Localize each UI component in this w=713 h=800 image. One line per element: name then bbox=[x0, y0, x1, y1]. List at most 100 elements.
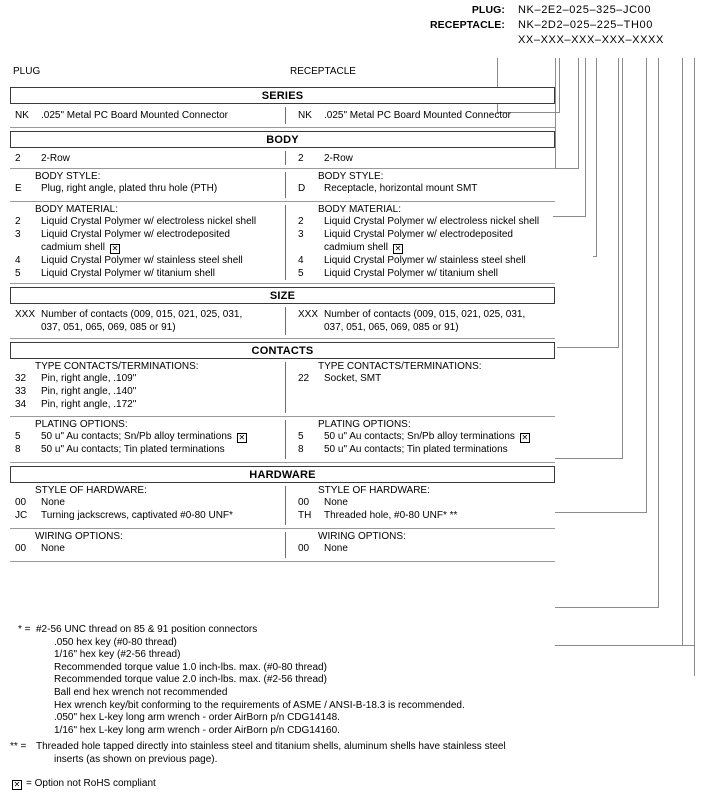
cell-receptacle: PLATING OPTIONS: 5 50 u" Au contacts; Sn… bbox=[293, 417, 555, 456]
footnote-line: 1/16" hex L-key long arm wrench - order … bbox=[54, 724, 340, 736]
footnote-line: Hex wrench key/bit conforming to the req… bbox=[54, 699, 465, 711]
option-desc: Liquid Crystal Polymer w/ electroless ni… bbox=[41, 216, 257, 227]
option-desc: Number of contacts (009, 015, 021, 025, … bbox=[324, 309, 526, 320]
plug-label: PLUG: bbox=[471, 4, 505, 16]
section-title-size: SIZE bbox=[10, 287, 555, 304]
option-desc: None bbox=[41, 543, 65, 554]
option-code: 5 bbox=[15, 268, 21, 279]
option-code: 4 bbox=[15, 255, 21, 266]
option-desc-continued: 037, 051, 065, 069, 085 or 91) bbox=[41, 322, 176, 333]
option-desc: Liquid Crystal Polymer w/ electrodeposit… bbox=[324, 229, 513, 240]
footnote-double-asterisk: ** = Threaded hole tapped directly into … bbox=[10, 741, 638, 766]
option-row: 32 Pin, right angle, .109" bbox=[10, 372, 282, 385]
option-row: 2 Liquid Crystal Polymer w/ electroless … bbox=[293, 215, 555, 228]
column-heading-receptacle: RECEPTACLE bbox=[290, 66, 356, 77]
band-plating: PLATING OPTIONS: 5 50 u" Au contacts; Sn… bbox=[10, 417, 555, 463]
rohs-legend: ✕= Option not RoHS compliant bbox=[12, 778, 156, 790]
option-desc: Pin, right angle, .140" bbox=[41, 386, 137, 397]
option-desc: Plug, right angle, plated thru hole (PTH… bbox=[41, 183, 218, 194]
column-divider bbox=[285, 151, 286, 165]
option-row: 8 50 u" Au contacts; Tin plated terminat… bbox=[10, 443, 282, 456]
option-code: 22 bbox=[298, 373, 310, 384]
option-row: 8 50 u" Au contacts; Tin plated terminat… bbox=[293, 443, 555, 456]
leader-hook-body-material bbox=[593, 256, 597, 257]
band-body-material: BODY MATERIAL: 2 Liquid Crystal Polymer … bbox=[10, 202, 555, 284]
option-row: 5 50 u" Au contacts; Sn/Pb alloy termina… bbox=[293, 430, 555, 443]
cell-plug: WIRING OPTIONS: 00 None bbox=[10, 529, 282, 555]
cell-receptacle: BODY MATERIAL: 2 Liquid Crystal Polymer … bbox=[293, 202, 555, 280]
rohs-noncompliant-icon: ✕ bbox=[109, 244, 120, 254]
option-row: 00 None bbox=[10, 542, 282, 555]
rohs-legend-text: = Option not RoHS compliant bbox=[26, 778, 156, 789]
option-desc: 50 u" Au contacts; Tin plated terminatio… bbox=[41, 444, 225, 455]
option-row: TH Threaded hole, #0-80 UNF* ** bbox=[293, 509, 555, 522]
option-code: 00 bbox=[298, 497, 310, 508]
band-body-row: 2 2-Row 2 2-Row bbox=[10, 148, 555, 169]
option-row: 2 2-Row bbox=[10, 152, 282, 165]
option-desc: Liquid Crystal Polymer w/ titanium shell bbox=[324, 268, 498, 279]
option-desc: Turning jackscrews, captivated #0-80 UNF… bbox=[41, 510, 233, 521]
cell-receptacle: WIRING OPTIONS: 00 None bbox=[293, 529, 555, 555]
option-code: 4 bbox=[298, 255, 304, 266]
option-row: 33 Pin, right angle, .140" bbox=[10, 385, 282, 398]
footnote-line: #2-56 UNC thread on 85 & 91 position con… bbox=[36, 624, 258, 635]
rohs-noncompliant-icon: ✕ bbox=[392, 244, 403, 254]
option-row: 3 Liquid Crystal Polymer w/ electrodepos… bbox=[293, 228, 555, 254]
option-row: 3 Liquid Crystal Polymer w/ electrodepos… bbox=[10, 228, 282, 254]
option-row: 00 None bbox=[293, 496, 555, 509]
column-divider bbox=[285, 172, 286, 198]
leader-line-body-row bbox=[578, 58, 579, 169]
subhead-label: TYPE CONTACTS/TERMINATIONS: bbox=[35, 361, 199, 372]
option-desc-text: 50 u" Au contacts; Sn/Pb alloy terminati… bbox=[324, 431, 515, 442]
leader-hook-plating bbox=[555, 512, 647, 513]
option-desc: .025" Metal PC Board Mounted Connector bbox=[324, 110, 511, 121]
receptacle-part-number: NK–2D2–025–225–TH00 bbox=[518, 19, 653, 31]
option-row: 5 Liquid Crystal Polymer w/ titanium she… bbox=[10, 267, 282, 280]
leader-line-series bbox=[497, 58, 559, 113]
option-code: 34 bbox=[15, 399, 27, 410]
option-code: 33 bbox=[15, 386, 27, 397]
leader-line-wiring bbox=[682, 58, 683, 646]
option-desc: 50 u" Au contacts; Sn/Pb alloy terminati… bbox=[41, 430, 282, 443]
cell-receptacle: STYLE OF HARDWARE: 00 None TH Threaded h… bbox=[293, 483, 555, 522]
band-contact-type: TYPE CONTACTS/TERMINATIONS: 32 Pin, righ… bbox=[10, 359, 555, 417]
option-row: 00 None bbox=[10, 496, 282, 509]
option-row: NK .025" Metal PC Board Mounted Connecto… bbox=[293, 109, 555, 122]
option-row: D Receptacle, horizontal mount SMT bbox=[293, 182, 555, 195]
subhead-label: BODY STYLE: bbox=[318, 171, 384, 182]
leader-line-plating bbox=[646, 58, 647, 513]
receptacle-label: RECEPTACLE: bbox=[430, 19, 505, 31]
cell-plug: STYLE OF HARDWARE: 00 None JC Turning ja… bbox=[10, 483, 282, 522]
column-divider bbox=[285, 205, 286, 280]
option-desc: Pin, right angle, .109" bbox=[41, 373, 137, 384]
footnote-line: Recommended torque value 1.0 inch-lbs. m… bbox=[54, 661, 327, 673]
section-title-body: BODY bbox=[10, 131, 555, 148]
leader-hook-wiring bbox=[555, 645, 695, 646]
section-title-series: SERIES bbox=[10, 87, 555, 104]
option-desc: Liquid Crystal Polymer w/ electroless ni… bbox=[324, 216, 540, 227]
option-code: 00 bbox=[15, 543, 27, 554]
leader-hook-hardware bbox=[555, 607, 659, 608]
band-wiring: WIRING OPTIONS: 00 None WIRING OPTIONS: … bbox=[10, 529, 555, 562]
selection-chart: PLUG RECEPTACLE SERIES NK .025" Metal PC… bbox=[10, 66, 555, 562]
footnote-line: 1/16" hex key (#2-56 thread) bbox=[54, 649, 181, 661]
leader-line-body-style-hook bbox=[585, 58, 586, 217]
option-code: XXX bbox=[15, 309, 36, 320]
option-row: 00 None bbox=[293, 542, 555, 555]
footnote-line: Recommended torque value 2.0 inch-lbs. m… bbox=[54, 674, 327, 686]
option-desc: None bbox=[324, 497, 348, 508]
footnote-line: Threaded hole tapped directly into stain… bbox=[36, 741, 506, 753]
option-code: 8 bbox=[15, 444, 21, 455]
option-row: NK .025" Metal PC Board Mounted Connecto… bbox=[10, 109, 282, 122]
leader-line-wiring-2 bbox=[694, 58, 695, 676]
option-code: JC bbox=[15, 510, 28, 521]
leader-line-contacts-type bbox=[622, 58, 623, 458]
option-desc: Socket, SMT bbox=[324, 373, 382, 384]
option-desc: 2-Row bbox=[324, 153, 353, 164]
option-row: 4 Liquid Crystal Polymer w/ stainless st… bbox=[10, 254, 282, 267]
option-desc-continued: cadmium shell✕ bbox=[41, 241, 282, 254]
option-row: XXX Number of contacts (009, 015, 021, 0… bbox=[10, 308, 282, 334]
subhead-label: PLATING OPTIONS: bbox=[318, 419, 411, 430]
option-desc: Threaded hole, #0-80 UNF* ** bbox=[324, 510, 458, 521]
leader-line-body-material bbox=[596, 58, 597, 257]
